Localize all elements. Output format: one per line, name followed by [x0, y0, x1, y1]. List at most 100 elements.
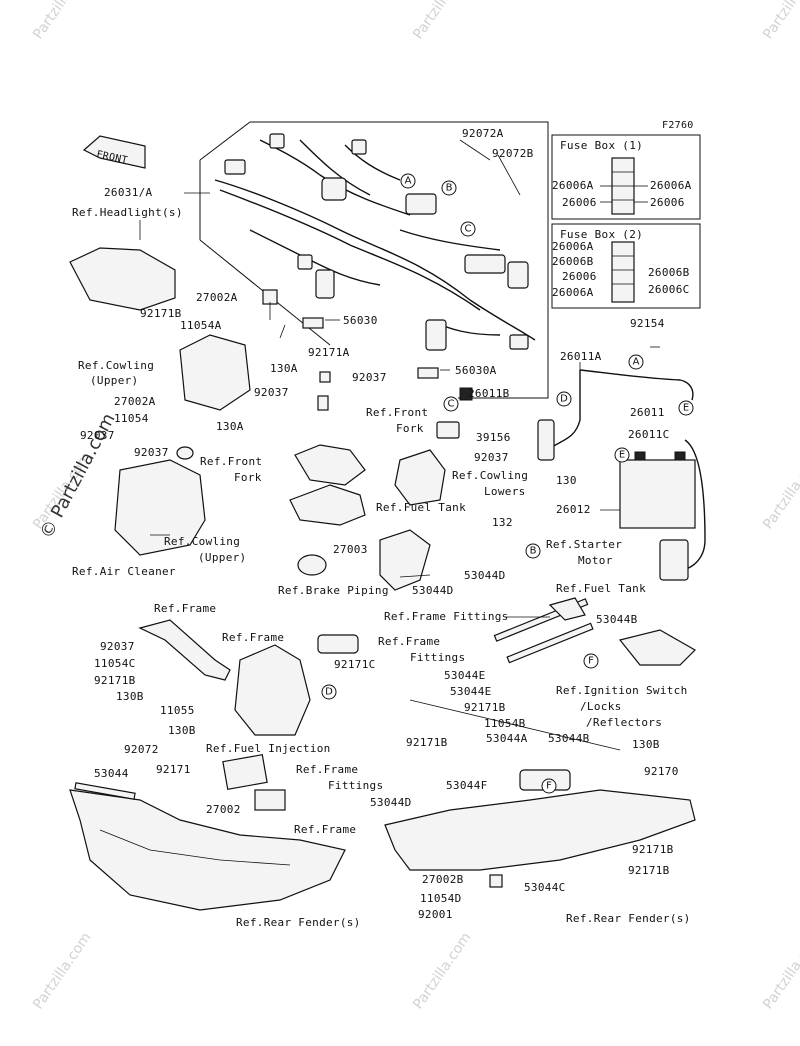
ref-label: Fittings [328, 779, 383, 792]
part-label: 26011B [468, 387, 510, 400]
fuse-2-left-2: 26006B [552, 255, 594, 268]
ref-label: Lowers [484, 485, 526, 498]
part-label: 53044 [94, 767, 129, 780]
watermark: Partzilla.com [760, 0, 800, 42]
fuse-1-row2-right: 26006 [650, 196, 685, 209]
ref-label: Ref.Cowling [78, 359, 154, 372]
callout-b: B [446, 183, 453, 194]
part-label: 92171B [464, 701, 506, 714]
part-label: 53044C [524, 881, 566, 894]
ref-label: Ref.Fuel Tank [556, 582, 646, 595]
part-label: 92171B [406, 736, 448, 749]
fuse-2-left-1: 26006A [552, 240, 594, 253]
part-label: 92037 [254, 386, 289, 399]
ref-label: Ref.Frame Fittings [384, 610, 509, 623]
part-label: 92171A [308, 346, 350, 359]
watermark: Partzilla.com [410, 930, 474, 1013]
fuse-box-2-title: Fuse Box (2) [560, 228, 643, 241]
callout-a: A [633, 357, 640, 368]
ref-label: Fittings [410, 651, 465, 664]
part-label: 92171B [628, 864, 670, 877]
part-label: 132 [492, 516, 513, 529]
part-label: 92171 [156, 763, 191, 776]
callout-c: C [465, 224, 472, 235]
fuse-2-left-4: 26006A [552, 286, 594, 299]
ref-label: Ref.Fuel Injection [206, 742, 331, 755]
main-wiring-harness [214, 133, 536, 379]
rear-frame [384, 699, 696, 888]
ref-label: Ref.Ignition Switch [556, 684, 688, 697]
part-label: 92171C [334, 658, 376, 671]
ref-label: Fork [396, 422, 424, 435]
ref-label: Ref.Frame [294, 823, 356, 836]
part-label: 53044D [412, 584, 454, 597]
part-label: 26012 [556, 503, 591, 516]
ref-label: Ref.Rear Fender(s) [236, 916, 361, 929]
part-label: 130B [168, 724, 196, 737]
callout-a: A [405, 176, 412, 187]
part-label: 92037 [80, 429, 115, 442]
ref-label: (Upper) [90, 374, 138, 387]
ref-label: Ref.Fuel Tank [376, 501, 466, 514]
part-label: 39156 [476, 431, 511, 444]
fuse-1-row1-left: 26006A [552, 179, 594, 192]
fuse-1-row1-right: 26006A [650, 179, 692, 192]
ref-label: Fork [234, 471, 262, 484]
part-label: 53044B [548, 732, 590, 745]
part-label: 130A [270, 362, 298, 375]
part-label: 53044E [444, 669, 486, 682]
fuse-box-1-title: Fuse Box (1) [560, 139, 643, 152]
figure-code: F2760 [662, 120, 694, 131]
ref-label: /Locks [580, 700, 622, 713]
part-label: 92170 [644, 765, 679, 778]
part-label: 11054D [420, 892, 462, 905]
part-label: 27003 [333, 543, 368, 556]
part-label: 53044E [450, 685, 492, 698]
callout-f: F [546, 781, 552, 792]
left-frame-parts [138, 619, 359, 736]
fuse-2-right-2: 26006C [648, 283, 690, 296]
callout-c: C [448, 399, 455, 410]
part-label: 92171B [94, 674, 136, 687]
ref-label: Ref.Frame [378, 635, 440, 648]
ref-label: Ref.Air Cleaner [72, 565, 176, 578]
ref-label: Ref.Rear Fender(s) [566, 912, 691, 925]
part-label: 130B [632, 738, 660, 751]
battery-area [436, 369, 706, 581]
part-label: 11054B [484, 717, 526, 730]
part-label: 27002B [422, 873, 464, 886]
fuse-box-1: Fuse Box (1) 26006A 26006A 26006 26006 [551, 134, 701, 220]
callout-f: F [588, 656, 594, 667]
part-label: 27002A [196, 291, 238, 304]
part-label: 56030 [343, 314, 378, 327]
part-label: 92037 [134, 446, 169, 459]
part-label: 130 [556, 474, 577, 487]
ref-label: Ref.Front [366, 406, 428, 419]
ref-label: /Reflectors [586, 716, 662, 729]
callout-e: E [683, 403, 689, 414]
part-label: 53044F [446, 779, 488, 792]
ref-label: Ref.Starter [546, 538, 622, 551]
part-label: 92171B [632, 843, 674, 856]
part-label: 130A [216, 420, 244, 433]
ref-label: (Upper) [198, 551, 246, 564]
part-label: 53044A [486, 732, 528, 745]
part-label: 26011 [630, 406, 665, 419]
fuel-injection-parts [222, 754, 286, 811]
part-label: 53044D [464, 569, 506, 582]
part-label: 92072B [492, 147, 534, 160]
part-label: 92072 [124, 743, 159, 756]
ref-label: Ref.Front [200, 455, 262, 468]
part-label: 26031/A [104, 186, 153, 199]
watermark: Partzilla.com [410, 0, 474, 42]
ref-label: Ref.Cowling [452, 469, 528, 482]
fuse-1-row2-left: 26006 [562, 196, 597, 209]
harness-outline [199, 121, 549, 399]
left-upper-parts [69, 247, 278, 556]
part-label: 11055 [160, 704, 195, 717]
part-label: 26011A [560, 350, 602, 363]
part-label: 130B [116, 690, 144, 703]
part-label: 11054 [114, 412, 149, 425]
fuse-box-2: Fuse Box (2) 26006A 26006B 26006 26006A … [551, 223, 701, 309]
fuse-2-left-3: 26006 [562, 270, 597, 283]
